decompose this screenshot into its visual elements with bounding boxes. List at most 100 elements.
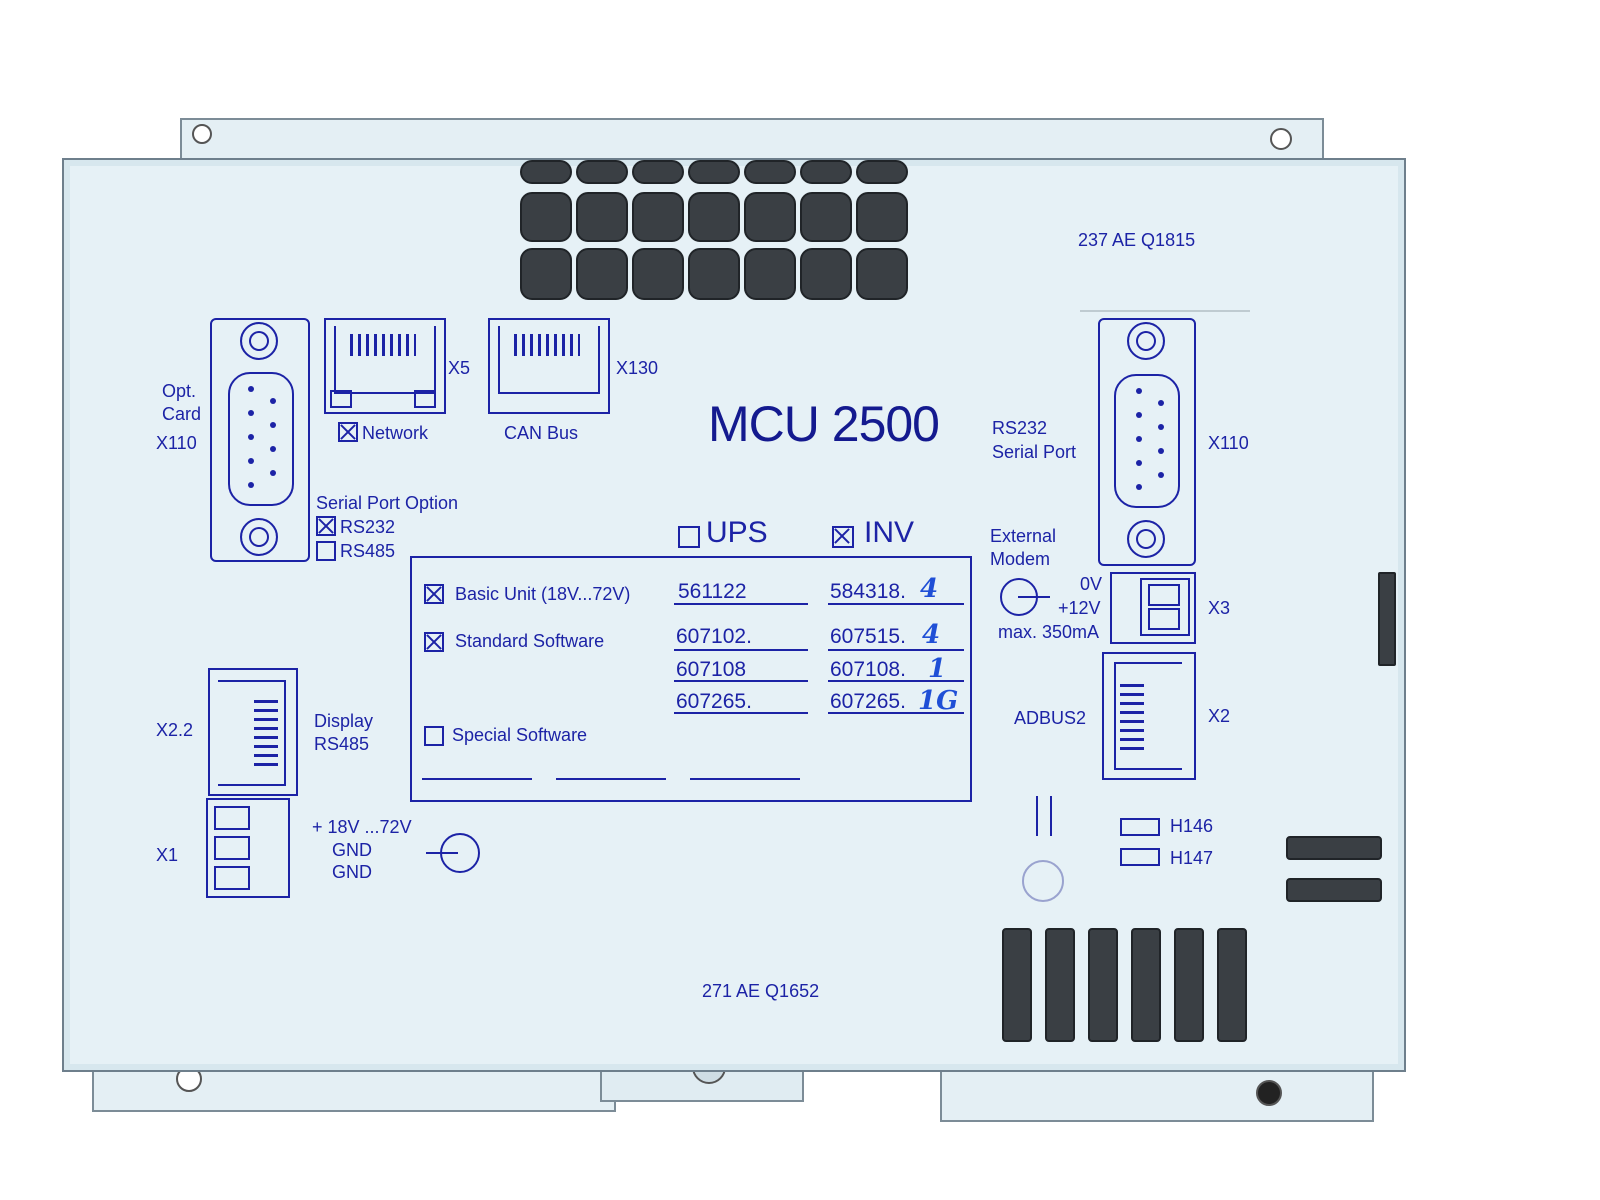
dsub-pin — [248, 482, 254, 488]
x22-contacts — [254, 694, 278, 766]
bottom-vent-slot — [1174, 928, 1204, 1042]
top-vent-slot — [688, 160, 740, 184]
can-bus-label: CAN Bus — [504, 423, 579, 443]
rs232-right-label-2: Serial Port — [992, 442, 1077, 462]
ups-underline-4 — [674, 712, 808, 714]
handwritten-rev-1: 4 — [920, 574, 939, 604]
x1-slot-2 — [214, 836, 250, 860]
top-vent-slot — [744, 160, 796, 184]
dsub-pin — [1158, 424, 1164, 430]
inv-part-row-4: 607265. — [830, 690, 906, 713]
x110-left-screw-top — [240, 322, 278, 360]
x130-label: X130 — [616, 358, 659, 378]
bottom-vent-slot — [1045, 928, 1075, 1042]
opt-card-label-2: Card — [162, 404, 202, 424]
x22-port-inner — [218, 680, 286, 786]
side-notch — [1378, 572, 1396, 666]
top-vent-slot — [688, 192, 740, 242]
external-modem-label-1: External — [990, 526, 1057, 546]
x110-right-screw-top — [1127, 322, 1165, 360]
top-vent-slot — [520, 192, 572, 242]
blank-line-2 — [556, 778, 666, 780]
top-vent-slot — [632, 248, 684, 300]
inv-part-row-3: 607108. — [830, 658, 906, 681]
top-vent-slot — [632, 160, 684, 184]
display-label-2: RS485 — [314, 734, 370, 754]
dsub-pin — [270, 422, 276, 428]
dsub-pin — [1158, 400, 1164, 406]
x5-port-inner — [334, 326, 436, 394]
dsub-pin — [270, 470, 276, 476]
inv-part-row-1: 584318. — [830, 580, 906, 603]
x110-right-label: X110 — [1208, 433, 1249, 453]
ups-part-row-4: 607265. — [676, 690, 752, 713]
mount-hole-bottom-right — [1256, 1080, 1282, 1106]
modem-connector-line — [1018, 596, 1050, 598]
handwritten-rev-4: 1G — [918, 686, 959, 716]
power-label-2: GND — [332, 840, 372, 860]
x130-contacts — [514, 334, 580, 356]
basic-unit-checkbox — [424, 584, 444, 604]
top-vent-slot — [688, 248, 740, 300]
rs485-option-checkbox — [316, 541, 336, 561]
top-vent-slot — [576, 160, 628, 184]
network-label: Network — [362, 423, 429, 443]
inv-underline-1 — [828, 603, 964, 605]
top-vent-slot — [744, 192, 796, 242]
bottom-vent-slot — [1088, 928, 1118, 1042]
display-label-1: Display — [314, 711, 374, 731]
top-vent-slot — [576, 192, 628, 242]
dsub-pin — [248, 386, 254, 392]
inv-underline-3 — [828, 680, 964, 682]
plus12v-label: +12V — [1058, 598, 1101, 618]
x3-terminal-inner — [1140, 578, 1190, 636]
bottom-vent-slot — [1002, 928, 1032, 1042]
max-current-label: max. 350mA — [998, 622, 1100, 642]
model-title: MCU 2500 — [708, 396, 940, 452]
relay-symbol — [1036, 796, 1052, 836]
mount-hole-top-left — [192, 124, 212, 144]
dsub-pin — [270, 446, 276, 452]
inv-part-row-2: 607515. — [830, 625, 906, 648]
dsub-pin — [248, 410, 254, 416]
x1-slot-3 — [214, 866, 250, 890]
x3-terminal-slot-1 — [1148, 584, 1180, 606]
top-vent-slot — [520, 248, 572, 300]
dsub-pin — [270, 398, 276, 404]
inv-checkbox — [832, 526, 854, 548]
dsub-pin — [248, 434, 254, 440]
top-vent-slot — [800, 192, 852, 242]
x5-label: X5 — [448, 358, 471, 378]
rs232-option-label: RS232 — [340, 517, 396, 537]
side-latch-2 — [1286, 878, 1382, 902]
x5-contacts — [350, 334, 416, 356]
x3-terminal — [1110, 572, 1196, 644]
bottom-vent-slot — [1131, 928, 1161, 1042]
x1-label: X1 — [156, 845, 179, 865]
serial-line — [1080, 310, 1250, 312]
bottom-vent-slot — [1217, 928, 1247, 1042]
side-latch-1 — [1286, 836, 1382, 860]
serial-port-option-label: Serial Port Option — [316, 493, 459, 513]
top-vent-slot — [800, 248, 852, 300]
dsub-pin — [1136, 460, 1142, 466]
x22-label: X2.2 — [156, 720, 194, 740]
ups-part-row-1: 561122 — [678, 580, 747, 603]
x1-slot-1 — [214, 806, 250, 830]
dsub-pin — [248, 458, 254, 464]
top-vent-slot — [856, 160, 908, 184]
ups-part-row-3: 607108 — [676, 658, 747, 681]
rs232-option-checkbox — [316, 516, 336, 536]
handwritten-rev-2: 4 — [922, 620, 941, 650]
power-connector-line — [426, 852, 458, 854]
special-software-checkbox — [424, 726, 444, 746]
x110-right-connector — [1098, 318, 1196, 566]
h146-label: H146 — [1170, 816, 1214, 836]
dsub-pin — [1136, 412, 1142, 418]
x110-left-screw-bottom — [240, 518, 278, 556]
x3-terminal-slot-2 — [1148, 608, 1180, 630]
mount-hole-top-right — [1270, 128, 1292, 150]
ups-checkbox — [678, 526, 700, 548]
x3-label: X3 — [1208, 598, 1231, 618]
x110-left-label: X110 — [156, 433, 197, 453]
